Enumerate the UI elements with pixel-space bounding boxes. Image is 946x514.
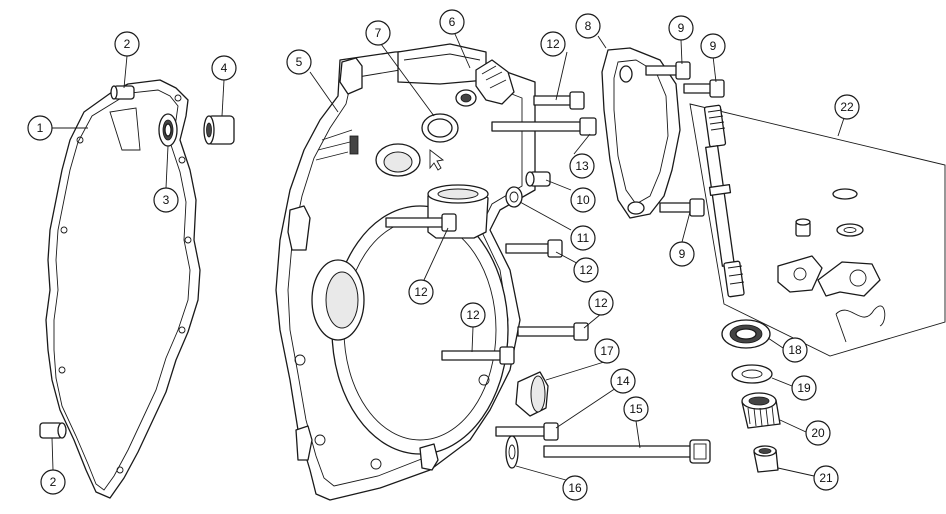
pump-cover [601,47,681,219]
svg-text:11: 11 [577,231,590,245]
svg-text:12: 12 [546,37,560,51]
callout-1: 1 [27,115,53,141]
svg-text:9: 9 [678,21,685,35]
svg-text:9: 9 [710,39,717,53]
bolt-12d [517,322,589,341]
callout-12c: 12 [408,279,434,305]
svg-text:5: 5 [296,55,303,69]
callout-6: 6 [439,9,465,35]
leader-lines [51,33,845,483]
callout-9b: 9 [700,33,726,59]
callout-12b: 12 [573,257,599,283]
callout-17: 17 [594,338,620,364]
svg-text:16: 16 [568,481,582,495]
callout-9a: 9 [668,15,694,41]
gasket [45,79,201,499]
callout-5: 5 [286,49,312,75]
svg-text:14: 14 [616,374,630,388]
bolt-14 [495,422,559,441]
callout-22: 22 [834,94,860,120]
dowel-pin-bottom [39,422,67,439]
callout-12a: 12 [540,31,566,57]
drain-bolt [525,171,551,187]
callout-19: 19 [791,375,817,401]
bolt-12a [533,91,585,110]
svg-text:17: 17 [600,344,614,358]
svg-text:15: 15 [629,402,643,416]
callout-13: 13 [569,153,595,179]
svg-text:12: 12 [466,308,480,322]
callout-11: 11 [570,225,596,251]
callout-9c: 9 [669,241,695,267]
callout-8: 8 [575,13,601,39]
oil-seal-small [158,113,178,147]
washer-19 [731,364,773,384]
long-bolt-15 [543,439,711,464]
svg-text:1: 1 [37,121,44,135]
svg-text:12: 12 [579,263,593,277]
svg-text:22: 22 [840,100,854,114]
svg-text:21: 21 [819,471,833,485]
callout-12d: 12 [588,290,614,316]
svg-text:13: 13 [575,159,589,173]
svg-text:2: 2 [124,37,131,51]
bolt-12b [385,213,457,232]
callout-2-top: 2 [114,31,140,57]
svg-text:4: 4 [221,61,228,75]
bolt-12e [441,346,515,365]
needle-bearing-20 [741,392,781,429]
callout-7: 7 [365,20,391,46]
callout-4: 4 [211,55,237,81]
svg-text:12: 12 [594,296,608,310]
needle-bearing-21 [753,445,779,473]
svg-text:12: 12 [414,285,428,299]
callout-15: 15 [623,396,649,422]
bushing [203,115,235,145]
callout-18: 18 [782,337,808,363]
svg-text:19: 19 [797,381,811,395]
bolt-12c [505,239,563,258]
callout-14: 14 [610,368,636,394]
callout-12e: 12 [460,302,486,328]
callout-20: 20 [805,420,831,446]
svg-text:10: 10 [576,193,590,207]
o-ring [421,113,459,143]
svg-text:9: 9 [679,247,686,261]
svg-text:2: 2 [50,475,57,489]
callout-21: 21 [813,465,839,491]
cap-17 [515,371,549,417]
svg-text:20: 20 [811,426,825,440]
callout-10: 10 [570,187,596,213]
bolt-9b [683,79,725,98]
svg-text:8: 8 [585,19,592,33]
svg-text:7: 7 [375,26,382,40]
bolt-9c [659,198,705,217]
bolt-9a [645,61,691,80]
svg-text:3: 3 [163,193,170,207]
crankcase-cover [275,43,536,501]
svg-text:6: 6 [449,15,456,29]
callout-16: 16 [562,475,588,501]
washer-16 [505,435,519,469]
callout-3: 3 [153,187,179,213]
svg-text:18: 18 [788,343,802,357]
sealing-washer [505,186,523,208]
dowel-pin-top [110,85,135,100]
filler-cap [455,59,515,107]
callout-2-bottom: 2 [40,469,66,495]
bolt-13 [491,117,597,136]
oil-seal-18 [721,319,771,349]
shaft-assembly-inset [689,103,946,357]
